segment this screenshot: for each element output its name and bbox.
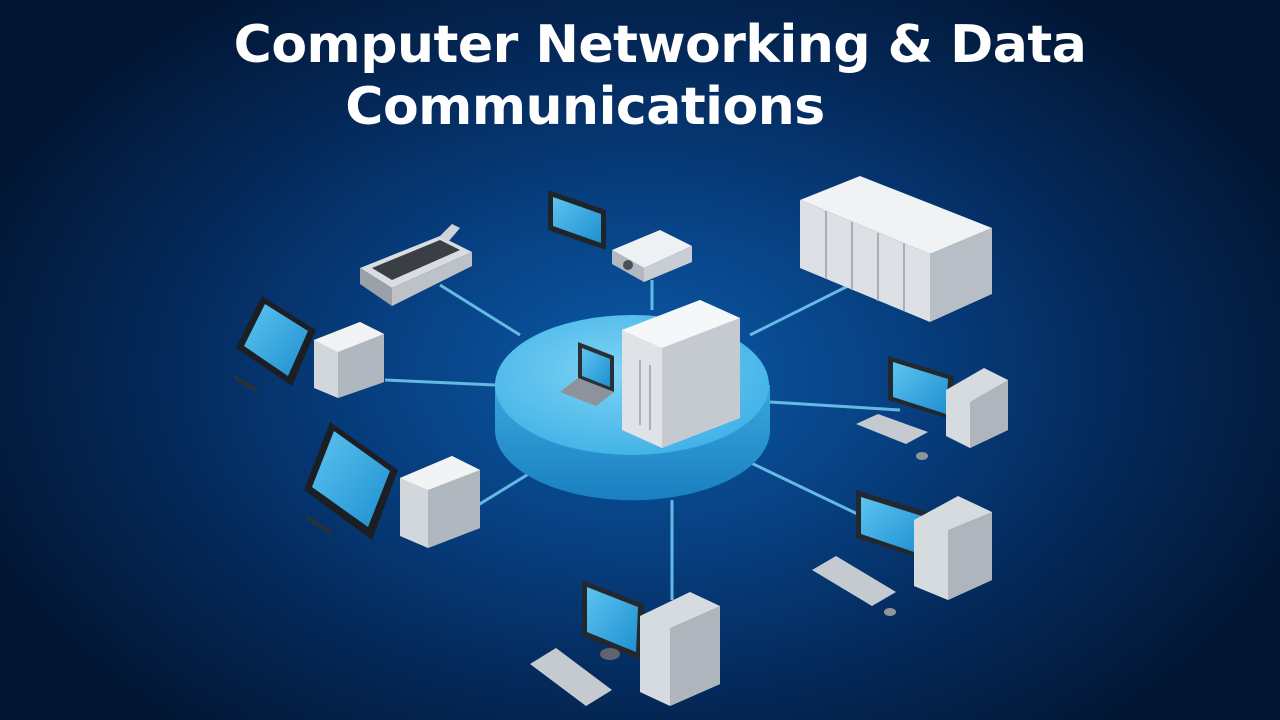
cable-tablet-top [385,380,495,385]
stylus-icon [308,518,330,532]
tablet-with-tower-bottom [304,422,480,548]
monitor-and-projector [548,190,692,282]
cable-desktop-bottom-right [745,460,870,520]
mouse-icon [600,648,620,660]
desktop-bottom-right [812,490,992,616]
stylus-icon [236,378,256,390]
cable-desktop-right [770,402,900,410]
cable-server-rack [750,280,860,335]
cable-scanner [440,285,520,335]
mouse-icon [884,608,896,616]
tablet-with-tower-top [236,296,384,398]
server-rack [800,176,992,322]
mouse-icon [916,452,928,460]
desktop-bottom [530,580,720,706]
